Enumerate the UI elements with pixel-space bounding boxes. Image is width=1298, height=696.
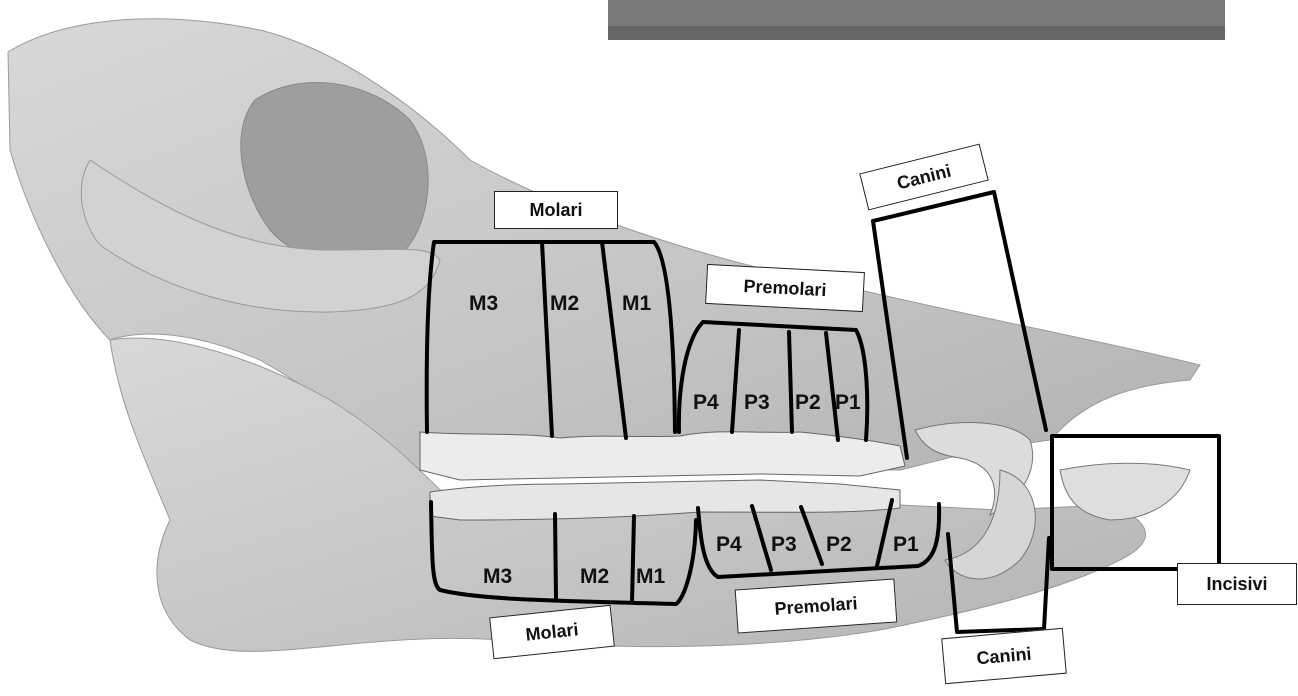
lower-premolar-label: P4 <box>716 533 742 557</box>
upper-molar-label: M2 <box>550 292 579 316</box>
upper-premolar-label: P1 <box>835 391 861 415</box>
upper-premolar-label: P2 <box>795 391 821 415</box>
upper-premolar-label: P4 <box>693 391 719 415</box>
label-incisivi: Incisivi <box>1177 563 1297 605</box>
upper-tooth-row <box>420 432 905 480</box>
upper-molar-label: M1 <box>622 292 651 316</box>
lower-molar-divider-1 <box>555 514 556 598</box>
lower-premolar-label: P1 <box>893 533 919 557</box>
lower-molar-label: M3 <box>483 565 512 589</box>
label-premolari-upper: Premolari <box>705 264 865 312</box>
label-molari-upper: Molari <box>494 191 618 229</box>
upper-molar-label: M3 <box>469 292 498 316</box>
upper-premolar-label: P3 <box>744 391 770 415</box>
lower-premolar-label: P2 <box>826 533 852 557</box>
lower-molar-label: M1 <box>636 565 665 589</box>
lower-molar-label: M2 <box>580 565 609 589</box>
lower-premolar-label: P3 <box>771 533 797 557</box>
lower-molar-divider-2 <box>632 516 634 602</box>
